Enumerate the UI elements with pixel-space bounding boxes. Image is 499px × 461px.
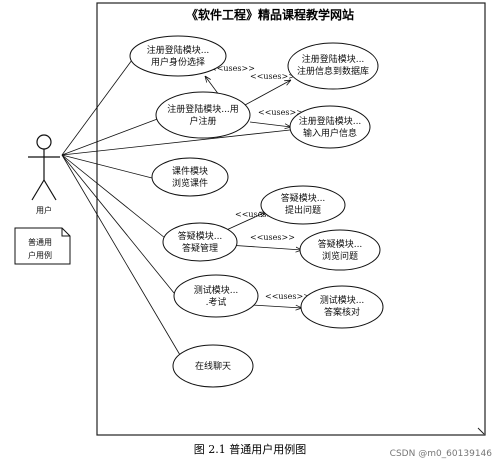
svg-text:注册登陆模块...: 注册登陆模块... [147,44,210,56]
use-case-register-user: 注册登陆模块...用 户注册 [155,91,251,139]
svg-text:输入用户信息: 输入用户信息 [303,127,357,139]
svg-text:<<uses>>: <<uses>> [250,72,295,81]
svg-text:<<uses>>: <<uses>> [250,233,295,242]
svg-text:提出问题: 提出问题 [285,204,321,216]
use-case-test-check: 测试模块... 答案核对 [300,285,384,329]
actor-user-label: 用户 [36,205,52,215]
use-case-qa-manage: 答疑模块... 答疑管理 [162,222,238,262]
svg-text:答疑模块...: 答疑模块... [281,192,326,204]
svg-text:<<uses>>: <<uses>> [235,210,280,219]
system-boundary [96,2,486,436]
use-case-register-input: 注册登陆模块... 输入用户信息 [289,105,371,149]
svg-text:户注册: 户注册 [189,115,216,127]
use-case-chat: 在线聊天 [172,344,254,388]
use-case-courseware: 课件模块 浏览课件 [151,157,229,197]
svg-text:<<uses>>: <<uses>> [258,108,303,117]
system-title: 《软件工程》精品课程教学网站 [186,7,354,22]
svg-text:注册信息到数据库: 注册信息到数据库 [297,65,369,77]
svg-text:.考试: .考试 [206,296,227,308]
note-line-2: 户用例 [28,250,52,260]
svg-text:答疑管理: 答疑管理 [182,242,218,254]
svg-text:用户身份选择: 用户身份选择 [151,56,205,68]
watermark: CSDN @m0_60139146 [390,449,493,459]
svg-text:答案核对: 答案核对 [324,306,360,318]
svg-text:<<uses>>: <<uses>> [265,292,310,301]
use-case-register-db: 注册登陆模块... 注册信息到数据库 [287,42,379,90]
uses-relations [205,76,302,308]
note-fold [61,228,70,237]
svg-text:注册登陆模块...用: 注册登陆模块...用 [167,103,239,115]
boundary-corner-tick [477,427,485,435]
figure-caption: 图 2.1 普通用户用例图 [194,442,307,456]
actor-associations [61,59,291,356]
svg-text:答疑模块...: 答疑模块... [178,230,223,242]
use-case-qa-ask: 答疑模块... 提出问题 [260,185,346,225]
svg-text:测试模块...: 测试模块... [194,284,239,296]
svg-text:浏览问题: 浏览问题 [322,250,358,262]
svg-text:答疑模块...: 答疑模块... [318,238,363,250]
svg-text:课件模块: 课件模块 [172,165,208,177]
use-case-qa-browse: 答疑模块... 浏览问题 [299,229,381,271]
note-line-1: 普通用 [28,237,52,247]
use-case-test-exam: 测试模块... .考试 [173,274,259,318]
svg-text:浏览课件: 浏览课件 [172,177,208,189]
svg-text:测试模块...: 测试模块... [320,294,365,306]
svg-text:在线聊天: 在线聊天 [195,360,231,372]
note-box [14,227,71,265]
svg-text:注册登陆模块...: 注册登陆模块... [299,115,362,127]
svg-text:注册登陆模块...: 注册登陆模块... [302,53,365,65]
svg-text:<<uses>>: <<uses>> [210,64,255,73]
use-case-register-identity: 注册登陆模块... 用户身份选择 [129,35,227,77]
actor-user-figure [28,134,60,201]
uses-labels: <<uses>> <<uses>> <<uses>> <<uses>> <<us… [210,64,310,301]
